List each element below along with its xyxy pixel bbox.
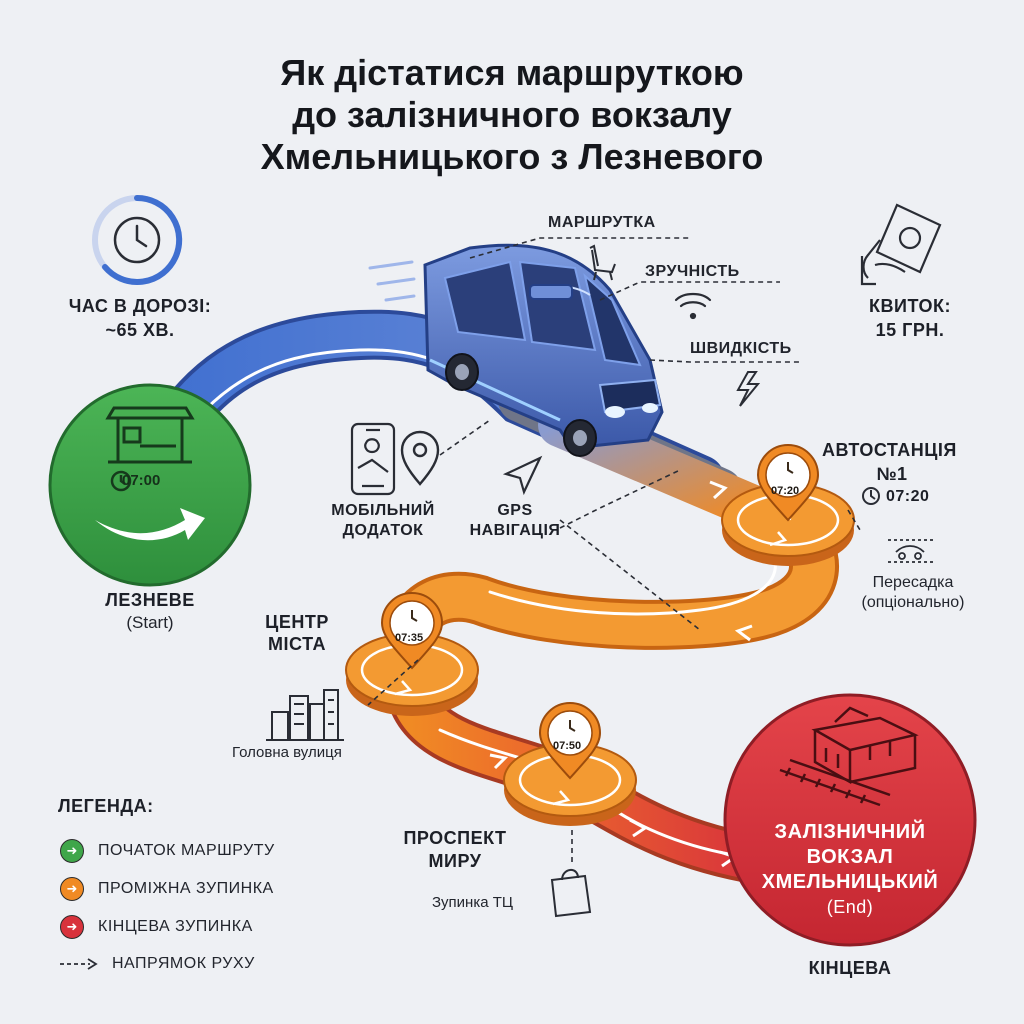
clock-icon	[110, 470, 132, 492]
feature-app-label: ДОДАТОК	[342, 522, 424, 539]
stop-2-note: Головна вулиця	[232, 744, 342, 761]
stop-3-note: Зупинка ТЦ	[432, 894, 514, 911]
legend-swatch: ➜	[60, 915, 84, 939]
gps-arrow-icon	[502, 455, 543, 496]
stop-2-pin-time: 07:35	[395, 632, 424, 644]
dashed-arrow-icon	[60, 958, 98, 970]
legend-label: ПОЧАТОК МАРШРУТУ	[98, 842, 275, 859]
seat-icon	[589, 244, 616, 281]
road-segment-orange	[384, 495, 839, 675]
legend-swatch: ➜	[60, 877, 84, 901]
feature-gps-label: GPS	[497, 502, 533, 519]
start-name: ЛЕЗНЕВЕ	[105, 590, 195, 610]
end-name: ВОКЗАЛ	[806, 846, 894, 868]
legend-item-end: ➜ КІНЦЕВА ЗУПИНКА	[60, 915, 253, 939]
legend-label: НАПРЯМОК РУХУ	[112, 955, 255, 972]
clock-icon	[787, 462, 794, 474]
legend-swatch: ➜	[60, 839, 84, 863]
stop-disc-2	[345, 633, 479, 716]
callout-line	[649, 359, 800, 363]
stop-2-name: МІСТА	[268, 634, 326, 654]
clock-icon	[569, 720, 576, 732]
stop-pin-3	[538, 702, 602, 780]
callout-line	[847, 509, 861, 531]
city-buildings-icon	[266, 689, 344, 741]
end-sub: (End)	[826, 897, 874, 917]
end-name: ХМЕЛЬНИЦЬКИЙ	[761, 871, 939, 893]
travel-time-value: ~65 ХВ.	[105, 320, 175, 340]
feature-speed-label: ШВИДКІСТЬ	[690, 340, 792, 357]
stop-1-note: (опціонально)	[861, 594, 965, 611]
page-title: Як дістатися маршруткою	[280, 52, 744, 93]
page-title: Хмельницького з Лезневого	[260, 136, 764, 177]
stop-1-side-time: 07:20	[886, 488, 930, 505]
ticket-label: КВИТОК:	[869, 296, 951, 316]
stop-pin-1	[756, 444, 820, 522]
phone-map-icon	[350, 422, 396, 496]
stop-1-pin-time: 07:20	[771, 485, 800, 497]
legend-item-direction: НАПРЯМОК РУХУ	[60, 955, 255, 973]
page-title: до залізничного вокзалу	[292, 94, 732, 135]
stop-pin-2	[380, 592, 444, 670]
start-circle	[48, 383, 252, 587]
start-sub: (Start)	[126, 613, 174, 632]
railway-station-icon	[779, 706, 919, 807]
shopping-bag-icon	[550, 869, 592, 918]
bus-shelter-icon	[105, 406, 195, 464]
callout-line	[559, 519, 701, 631]
legend-item-middle: ➜ ПРОМІЖНА ЗУПИНКА	[60, 877, 274, 901]
hand-money-icon	[860, 203, 942, 286]
stop-3-name: МИРУ	[428, 851, 482, 871]
stop-3-pin-time: 07:50	[553, 740, 582, 752]
clock-icon	[862, 487, 880, 505]
end-caption: КІНЦЕВА	[808, 958, 892, 978]
stop-2-name: ЦЕНТР	[265, 612, 329, 632]
stop-3-name: ПРОСПЕКТ	[403, 828, 507, 848]
end-circle	[723, 693, 977, 947]
feature-vehicle-label: МАРШРУТКА	[548, 214, 656, 231]
feature-comfort-label: ЗРУЧНІСТЬ	[645, 263, 740, 280]
stop-1-name: АВТОСТАНЦІЯ	[822, 440, 957, 460]
travel-time-label: ЧАС В ДОРОЗІ:	[68, 296, 212, 316]
start-time: 07:00	[122, 472, 161, 489]
callout-line	[599, 281, 780, 301]
legend-item-start: ➜ ПОЧАТОК МАРШРУТУ	[60, 839, 275, 863]
callout-line	[469, 237, 690, 259]
clock-icon	[411, 610, 418, 622]
legend-label: КІНЦЕВА ЗУПИНКА	[98, 918, 253, 935]
feature-app-label: МОБІЛЬНИЙ	[331, 502, 435, 519]
feature-gps-label: НАВІГАЦІЯ	[469, 522, 561, 539]
direction-arrow	[489, 480, 753, 770]
start-arrow-icon	[95, 508, 205, 541]
callout-line	[367, 659, 419, 706]
stop-1-note: Пересадка	[872, 574, 954, 591]
map-pin-icon	[400, 430, 440, 486]
callout-line	[559, 469, 681, 529]
legend-title: ЛЕГЕНДА:	[58, 796, 154, 816]
callout-line	[439, 419, 491, 456]
lightning-icon	[736, 371, 761, 407]
wifi-icon	[674, 292, 712, 320]
minibus-illustration	[368, 243, 664, 457]
legend-label: ПРОМІЖНА ЗУПИНКА	[98, 880, 274, 897]
end-name: ЗАЛІЗНИЧНИЙ	[774, 821, 926, 843]
stop-1-name: №1	[876, 464, 908, 484]
ticket-price: 15 ГРН.	[875, 320, 945, 340]
transfer-icon	[888, 539, 934, 563]
travel-clock-icon	[92, 194, 183, 285]
